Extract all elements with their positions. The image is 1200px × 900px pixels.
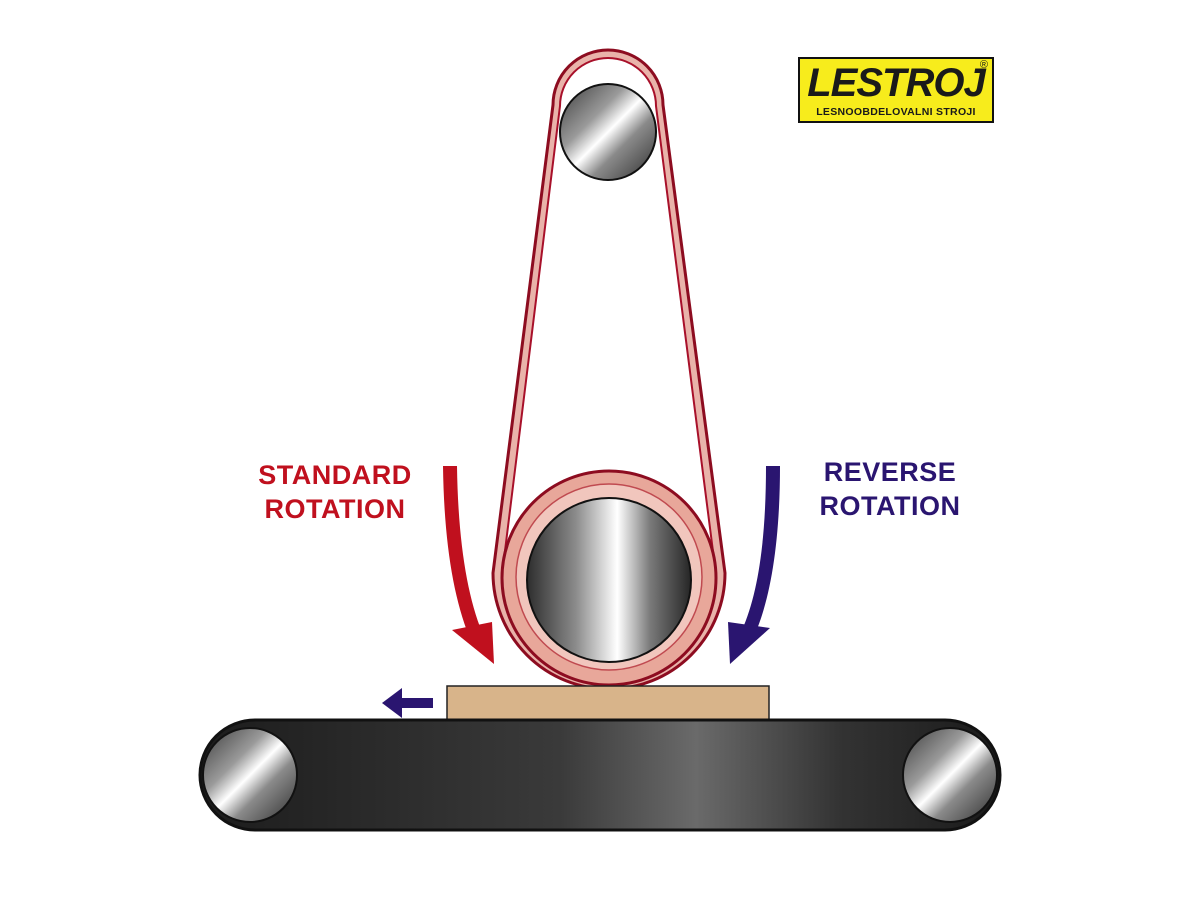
conveyor-roller-right bbox=[902, 727, 998, 823]
standard-rotation-label-line2: ROTATION bbox=[264, 494, 406, 524]
curved-arrow-down-left-icon bbox=[728, 466, 780, 664]
arrow-left-icon bbox=[382, 688, 433, 718]
top-idler-roller bbox=[559, 83, 657, 181]
standard-rotation-label-line1: STANDARD bbox=[258, 460, 412, 490]
standard-rotation-label: STANDARD ROTATION bbox=[245, 458, 425, 526]
registered-mark: ® bbox=[979, 59, 988, 71]
conveyor-belt bbox=[198, 718, 1002, 832]
contact-roller bbox=[526, 497, 692, 663]
reverse-rotation-label-line2: ROTATION bbox=[819, 491, 961, 521]
lestroj-logo: LESTROJ ® LESNOOBDELOVALNI STROJI bbox=[798, 57, 994, 123]
reverse-rotation-label-line1: REVERSE bbox=[823, 457, 957, 487]
conveyor-roller-left bbox=[202, 727, 298, 823]
logo-tagline: LESNOOBDELOVALNI STROJI bbox=[816, 106, 976, 118]
curved-arrow-down-right-icon bbox=[443, 466, 494, 664]
reverse-rotation-label: REVERSE ROTATION bbox=[800, 455, 980, 523]
workpiece bbox=[446, 685, 770, 721]
logo-brand: LESTROJ bbox=[807, 61, 985, 105]
